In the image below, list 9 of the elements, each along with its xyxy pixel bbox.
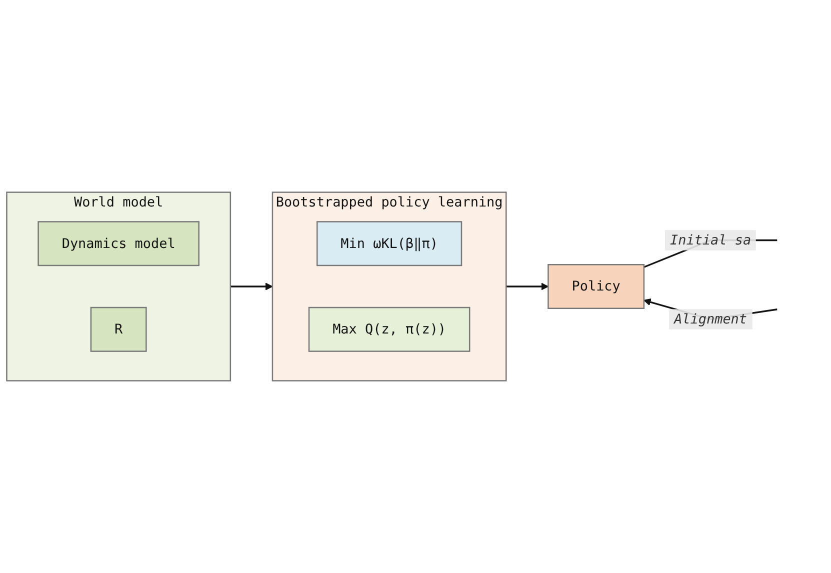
arrow (506, 282, 549, 290)
node-box: Max Q(z, π(z)) (308, 306, 470, 352)
node-box: R (90, 306, 147, 352)
node-box: Min ωKL(β‖π) (316, 221, 462, 266)
arrow (230, 282, 273, 290)
node-box: Dynamics model (38, 221, 200, 266)
edge-label: Initial sa (670, 232, 752, 248)
node-box: Policy (548, 264, 645, 309)
edge-label: Alignment (674, 310, 748, 327)
